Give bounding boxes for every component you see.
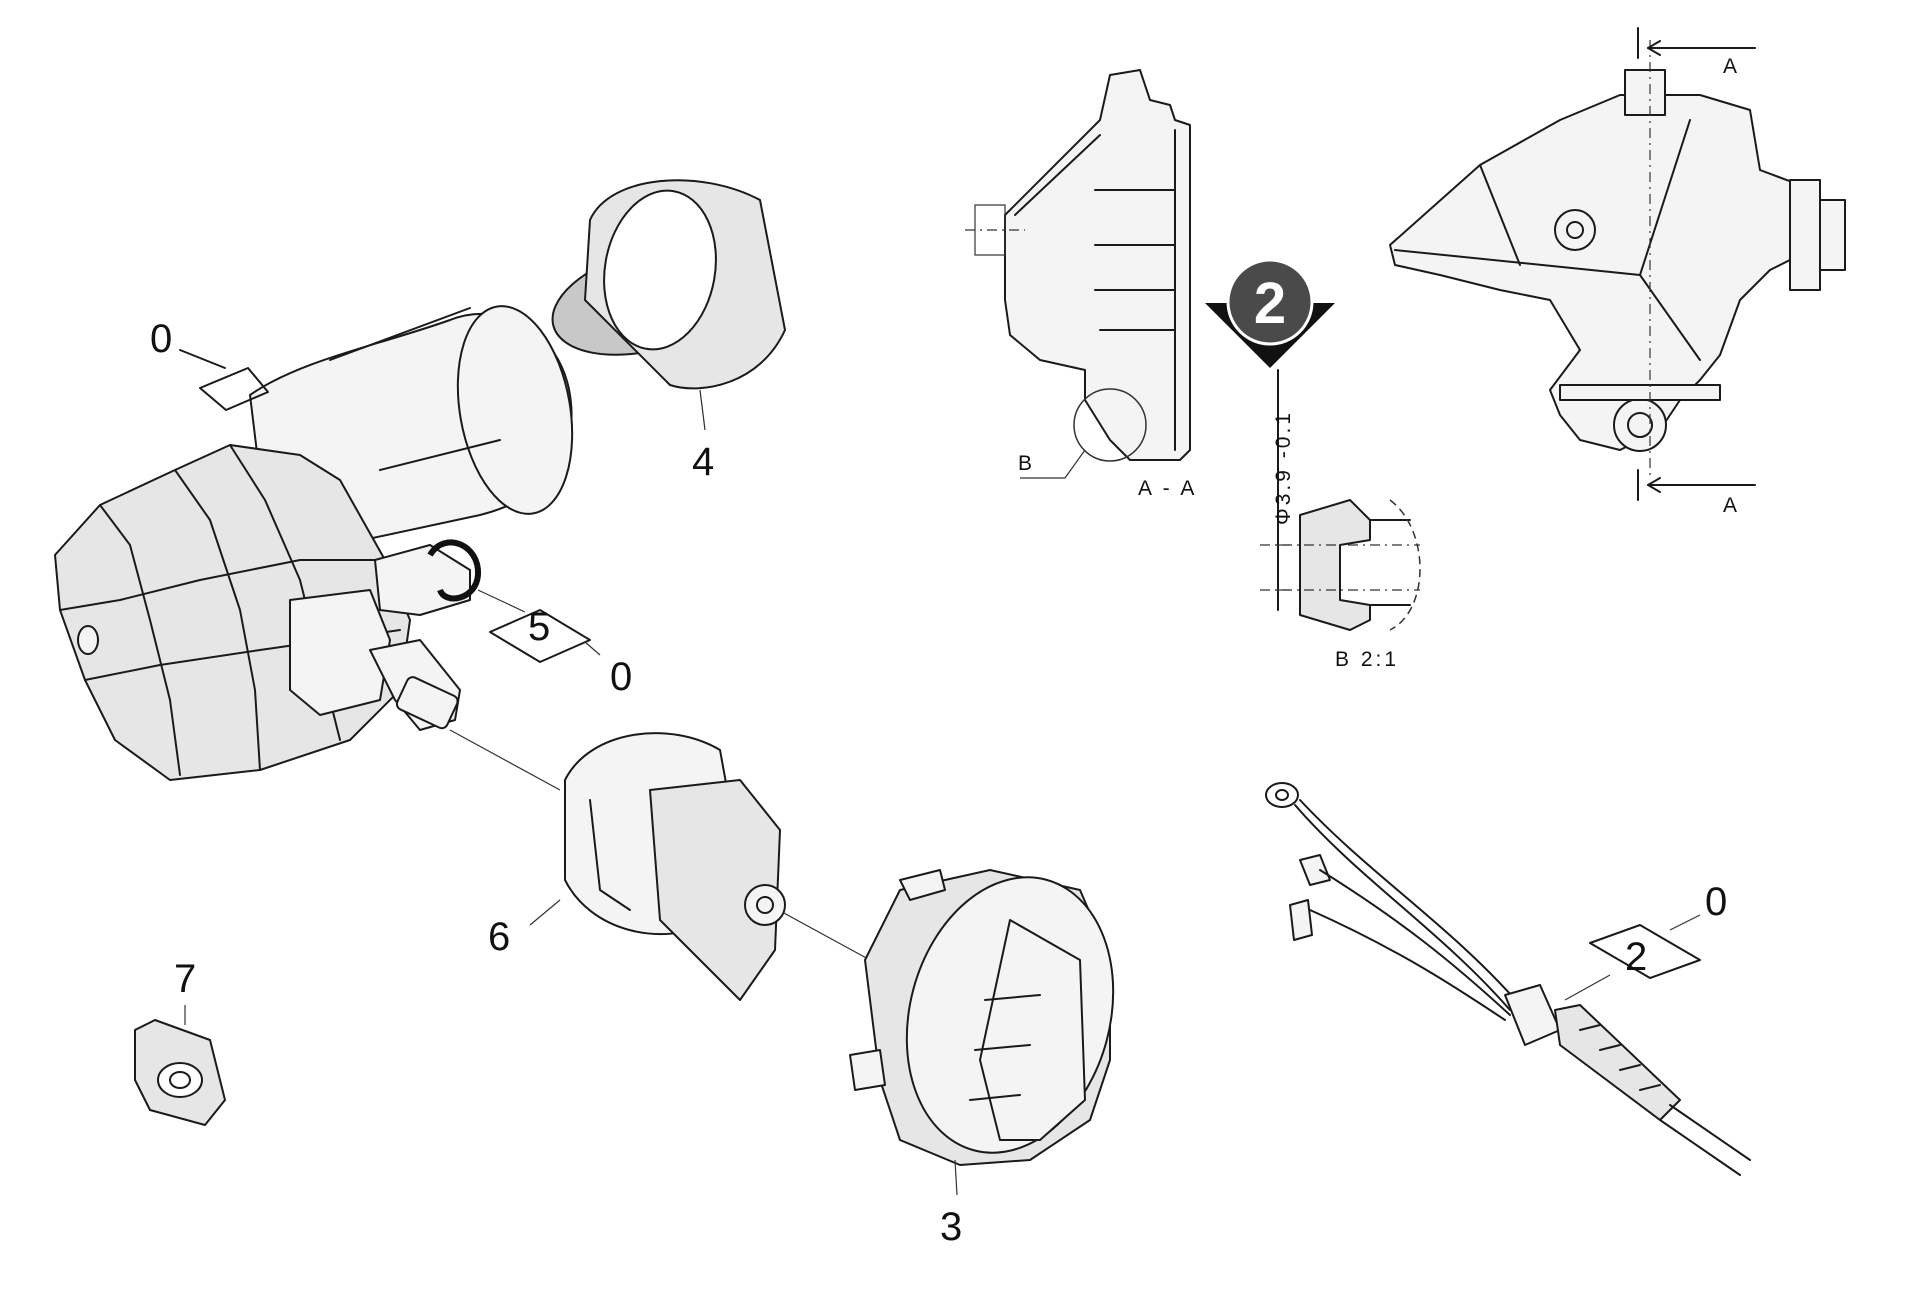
label-sleeve: 4 xyxy=(692,440,714,484)
clip-part: 7 xyxy=(134,957,226,1126)
label-seal-ring: 5 xyxy=(528,605,550,649)
section-a-bottom: A xyxy=(1723,494,1740,517)
detail-b-scale: B 2:1 xyxy=(1335,648,1399,671)
leader-shaft xyxy=(449,729,561,791)
badge-2: 2 xyxy=(1205,258,1335,368)
cable-harness-part: 2 0 xyxy=(1265,782,1751,1176)
outer-cover-part: 3 xyxy=(849,869,1115,1249)
label-outer-cover: 3 xyxy=(940,1205,962,1249)
dimension-label: Φ3.9 -0.1 xyxy=(1272,410,1295,525)
detail-b-callout: B xyxy=(1018,452,1035,475)
seal-ring-part: 5 0 xyxy=(427,539,632,699)
section-a-top: A xyxy=(1723,55,1740,78)
section-aa-label: A - A xyxy=(1138,477,1197,500)
label-motor-ref: 0 xyxy=(150,317,172,361)
section-aa-view: B A - A xyxy=(965,69,1197,500)
badge-number: 2 xyxy=(1254,271,1286,336)
label-cable: 2 xyxy=(1625,935,1647,979)
inner-housing-part: 6 xyxy=(488,732,786,1001)
label-clip: 7 xyxy=(174,957,196,1001)
front-view: A A xyxy=(1389,27,1846,517)
detail-b-view: Φ3.9 -0.1 B 2:1 xyxy=(1260,369,1421,671)
label-cable-ref: 0 xyxy=(1705,880,1727,924)
sleeve-part: 4 xyxy=(551,179,786,484)
motor-assembly xyxy=(54,305,574,781)
label-seal-ring-ref: 0 xyxy=(610,655,632,699)
label-inner-housing: 6 xyxy=(488,915,510,959)
callout-motor: 0 xyxy=(150,317,269,411)
